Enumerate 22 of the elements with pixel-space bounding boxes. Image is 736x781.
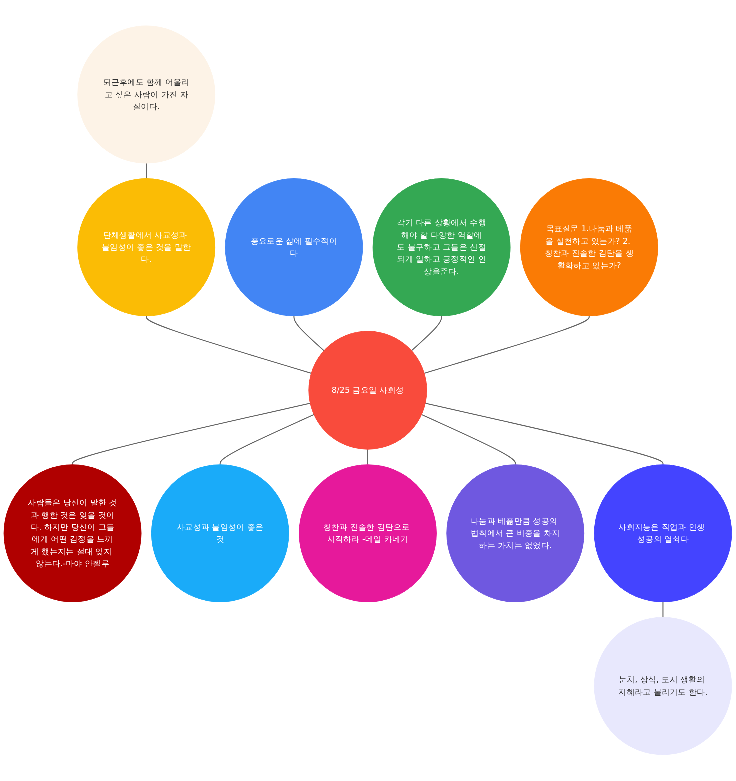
connector <box>662 602 664 618</box>
connector <box>146 316 312 374</box>
node-circle: 사회지능은 직업과 인생 성공의 열쇠다 <box>594 464 732 603</box>
node-circle: 퇴근후에도 함께 어울리고 싶은 사람이 가진 자질이다. <box>78 26 216 164</box>
connector <box>426 403 664 465</box>
node-circle: 사교성과 붙임성이 좋은것 <box>151 464 290 603</box>
connector <box>411 316 442 352</box>
node-circle: 목표질문 1.나눔과 베풂을 실천하고 있는가? 2. 칭찬과 진솔한 감탄을 생활화하고 있는가? <box>520 178 658 316</box>
connector <box>146 163 148 179</box>
node-circle: 사람들은 당신이 말한 것과 행한 것은 잊을 것이다. 하지만 당신이 그들에게 어떤 감정을 느끼게 했는지는 절대 잊지 않는다.-마야 안젤루 <box>4 464 142 603</box>
connector <box>422 414 516 465</box>
node-circle: 눈치, 상식, 도시 생활의 지혜라고 불리기도 한다. <box>594 617 732 756</box>
connector <box>220 414 314 465</box>
connector <box>72 403 310 465</box>
node-circle: 8/25 금요일 사회성 <box>308 331 428 450</box>
connector <box>424 316 590 374</box>
node-circle: 칭찬과 진솔한 감탄으로 시작하라 -데일 카네기 <box>299 464 437 603</box>
node-circle: 나눔과 베풂만큼 성공의 법칙에서 큰 비중을 차지하는 가치는 없었다. <box>446 464 585 603</box>
node-circle: 풍요로운 삶에 필수적이다 <box>225 178 364 316</box>
node-circle: 각기 다른 상황에서 수행해야 할 다양한 역할에도 불구하고 그들은 신절되게 일하고 긍정적인 인상을준다. <box>372 178 511 316</box>
connector <box>294 316 325 352</box>
node-circle: 단체생활에서 사교성과 붙임성이 좋은 것을 말한다. <box>78 178 216 316</box>
